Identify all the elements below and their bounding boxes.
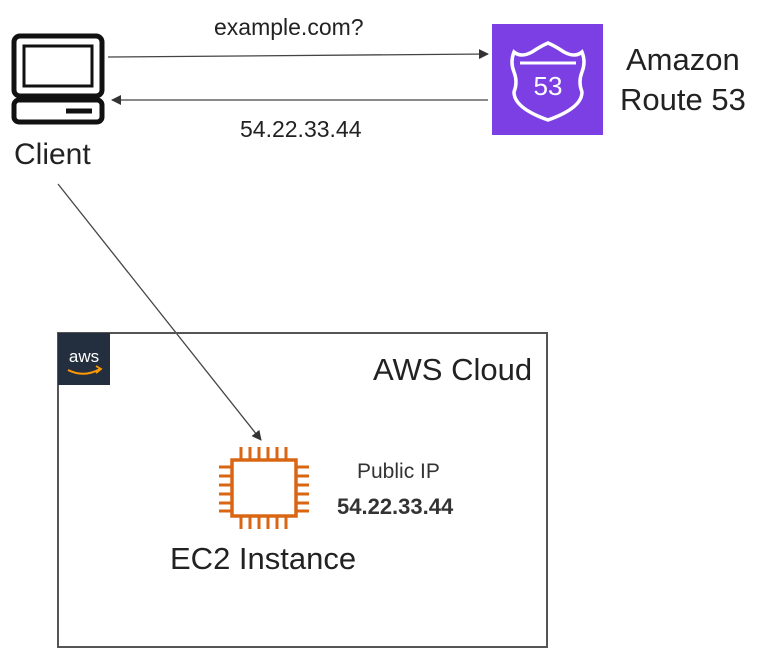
public-ip-label: Public IP (357, 460, 440, 483)
aws-logo-icon: aws (58, 333, 110, 385)
aws-logo-text: aws (69, 347, 99, 366)
ec2-chip-icon (219, 447, 309, 529)
route53-shield-icon: 53 (492, 24, 603, 135)
route53-label-line1: Amazon (626, 42, 740, 77)
ec2-instance-label: EC2 Instance (170, 541, 357, 576)
dns-response-text: 54.22.33.44 (240, 116, 362, 142)
dns-query-text: example.com? (214, 14, 364, 40)
dns-query-arrow (107, 49, 489, 60)
aws-cloud-container (57, 332, 548, 648)
public-ip-value: 54.22.33.44 (337, 494, 454, 519)
client-label: Client (14, 138, 91, 171)
route53-badge-text: 53 (534, 71, 563, 101)
route53-label-line2: Route 53 (620, 82, 746, 117)
aws-cloud-label: AWS Cloud (373, 352, 533, 387)
client-to-ec2-arrow (57, 183, 262, 441)
computer-icon (11, 33, 105, 125)
